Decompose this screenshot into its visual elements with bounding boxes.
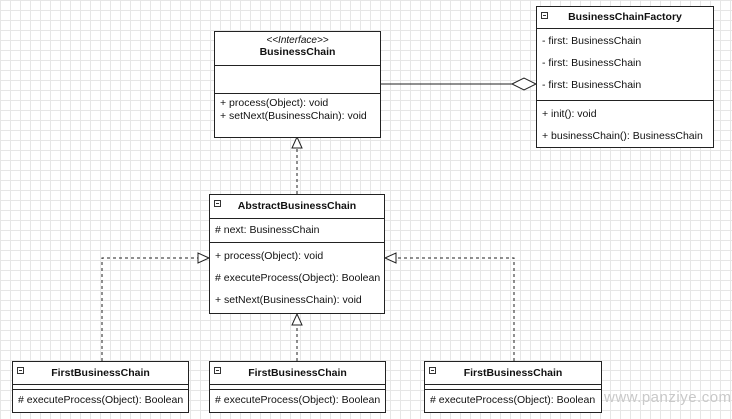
concrete-method: # executeProcess(Object): Boolean [18, 394, 184, 406]
factory-fields-section: - first: BusinessChain - first: Business… [537, 30, 713, 101]
concrete-methods-section: # executeProcess(Object): Boolean [210, 390, 385, 410]
factory-field: - first: BusinessChain [542, 35, 642, 47]
abstract-class-box[interactable]: AbstractBusinessChain # next: BusinessCh… [209, 194, 385, 314]
concrete-class-box-right[interactable]: FirstBusinessChain # executeProcess(Obje… [424, 361, 602, 413]
interface-method: + process(Object): void [220, 97, 329, 109]
concrete-class-header: FirstBusinessChain [425, 362, 601, 385]
concrete-class-name: FirstBusinessChain [51, 367, 150, 379]
factory-method: + businessChain(): BusinessChain [542, 130, 703, 142]
inheritance-arrowhead-middle [291, 312, 303, 326]
aggregation-diamond [510, 77, 538, 91]
concrete-attributes-section [13, 385, 188, 390]
concrete-class-box-middle[interactable]: FirstBusinessChain # executeProcess(Obje… [209, 361, 386, 413]
concrete-class-name: FirstBusinessChain [248, 367, 347, 379]
factory-field: - first: BusinessChain [542, 57, 642, 69]
concrete-attributes-section [425, 385, 601, 390]
interface-class-name: BusinessChain [259, 46, 336, 58]
concrete-class-header: FirstBusinessChain [210, 362, 385, 385]
interface-methods-section: + process(Object): void + setNext(Busine… [215, 94, 380, 123]
abstract-class-name: AbstractBusinessChain [237, 200, 357, 212]
abstract-method: + process(Object): void [215, 250, 324, 262]
abstract-fields-section: # next: BusinessChain [210, 219, 384, 243]
abstract-method: # executeProcess(Object): Boolean [215, 272, 381, 284]
factory-field: - first: BusinessChain [542, 79, 642, 91]
concrete-class-box-left[interactable]: FirstBusinessChain # executeProcess(Obje… [12, 361, 189, 413]
watermark-text: www.panziye.com [604, 389, 732, 406]
factory-methods-section: + init(): void + businessChain(): Busine… [537, 103, 713, 147]
collapse-icon[interactable] [429, 367, 436, 374]
concrete-methods-section: # executeProcess(Object): Boolean [13, 390, 188, 410]
factory-class-name: BusinessChainFactory [568, 11, 682, 23]
collapse-icon[interactable] [214, 367, 221, 374]
abstract-method: + setNext(BusinessChain): void [215, 294, 362, 306]
abstract-class-header: AbstractBusinessChain [210, 195, 384, 219]
factory-class-header: BusinessChainFactory [537, 7, 713, 29]
interface-attributes-section [215, 66, 380, 94]
interface-class-box[interactable]: <<Interface>> BusinessChain + process(Ob… [214, 31, 381, 138]
inheritance-arrowhead-left [197, 252, 211, 264]
concrete-method: # executeProcess(Object): Boolean [215, 394, 381, 406]
abstract-methods-section: + process(Object): void # executeProcess… [210, 245, 384, 311]
concrete-class-name: FirstBusinessChain [463, 367, 563, 379]
collapse-icon[interactable] [541, 12, 548, 19]
interface-class-header: <<Interface>> BusinessChain [215, 32, 380, 66]
inheritance-line-right [396, 257, 515, 361]
inheritance-arrowhead-right [383, 252, 397, 264]
interface-method: + setNext(BusinessChain): void [220, 110, 367, 122]
concrete-attributes-section [210, 385, 385, 390]
collapse-icon[interactable] [214, 200, 221, 207]
realization-arrowhead [291, 135, 303, 149]
concrete-class-header: FirstBusinessChain [13, 362, 188, 385]
factory-class-box[interactable]: BusinessChainFactory - first: BusinessCh… [536, 6, 714, 148]
factory-method: + init(): void [542, 108, 597, 120]
concrete-methods-section: # executeProcess(Object): Boolean [425, 390, 601, 410]
abstract-field: # next: BusinessChain [215, 224, 320, 236]
interface-stereotype: <<Interface>> [266, 35, 329, 46]
collapse-icon[interactable] [17, 367, 24, 374]
inheritance-line-left [101, 257, 198, 361]
concrete-method: # executeProcess(Object): Boolean [430, 394, 596, 406]
